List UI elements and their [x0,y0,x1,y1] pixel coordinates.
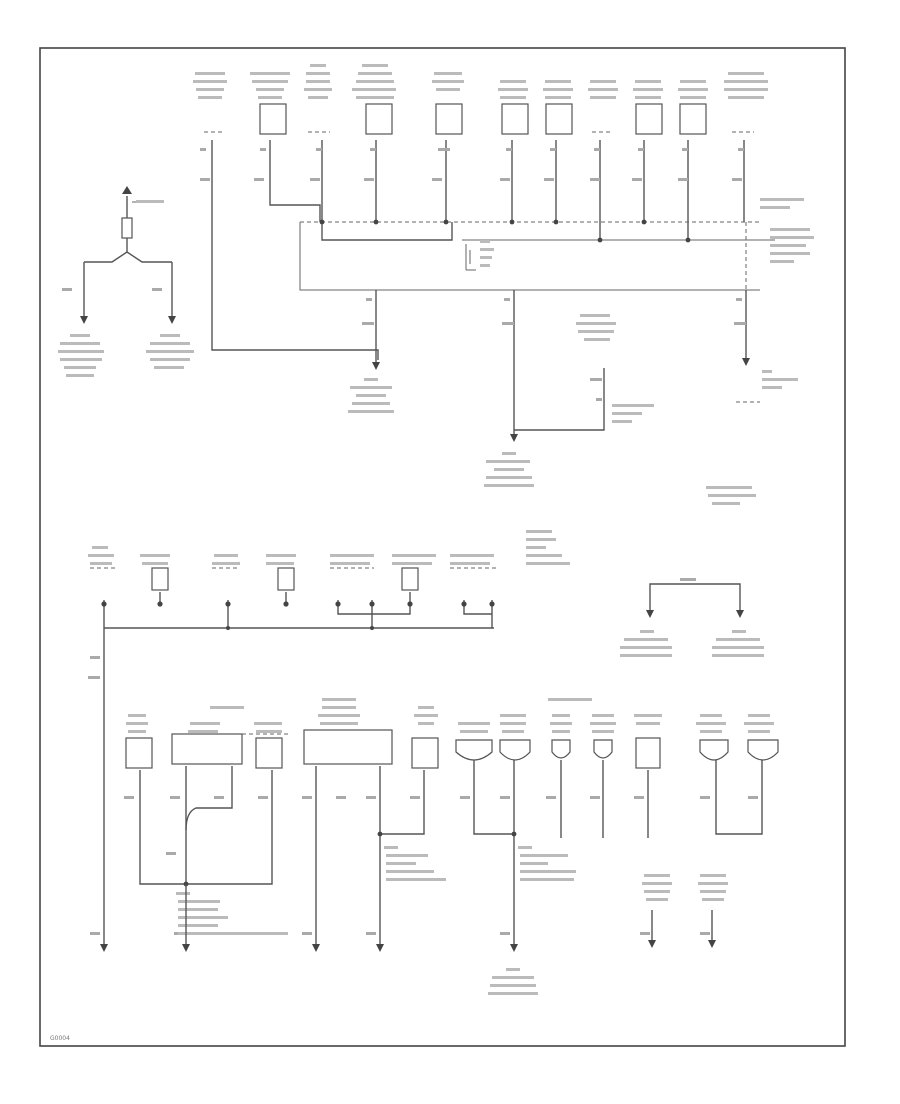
ground-symbol [372,362,380,370]
middle-component-labels [88,530,570,565]
drop-labels [362,298,746,401]
top-component-box-1 [259,103,287,135]
top-wire-labels [200,148,744,181]
top-component-box-2 [365,103,393,135]
diagram-ref-code: G0004 [50,1035,70,1042]
bottom-component-labels [126,698,774,733]
top-component-box-6 [635,103,663,135]
ground-symbol [742,358,750,366]
bottom-ground-circuit [90,698,779,995]
bottom-lamp-6 [747,739,779,761]
middle-ground-circuit [88,530,764,908]
mid-connector-1 [151,567,169,591]
bottom-box-1 [125,737,153,769]
bottom-ground-symbols [100,940,716,952]
bottom-lamp-5 [699,739,729,761]
bus-side-labels [480,198,814,267]
bottom-box-4 [635,737,661,769]
splice-dots-top [319,219,691,243]
bottom-lamp-3 [551,739,571,759]
splice-dots-middle [101,601,495,630]
top-ground-circuit [193,64,814,505]
top-component-box-4 [501,103,529,135]
bottom-splice-notes [176,846,728,995]
bottom-wire-labels [90,796,758,935]
bottom-module-1 [171,733,243,765]
bottom-box-3 [411,737,439,769]
bottom-module-2 [303,729,393,765]
bottom-lamp-1 [455,739,493,761]
splice-dots-bottom [183,831,517,887]
drop-note-labels [576,314,798,423]
bottom-lamp-4 [593,739,613,759]
bottom-box-2 [255,737,283,769]
top-component-box-5 [545,103,573,135]
ground-labels-top [348,378,756,505]
battery-ground [58,186,194,377]
top-component-box-7 [679,103,707,135]
mid-connector-3 [401,567,419,591]
ground-symbol [510,434,518,442]
bottom-lamp-2 [499,739,531,761]
top-component-labels [193,64,768,99]
top-component-box-3 [435,103,463,135]
diagram-frame [39,47,846,1047]
mid-connector-2 [277,567,295,591]
